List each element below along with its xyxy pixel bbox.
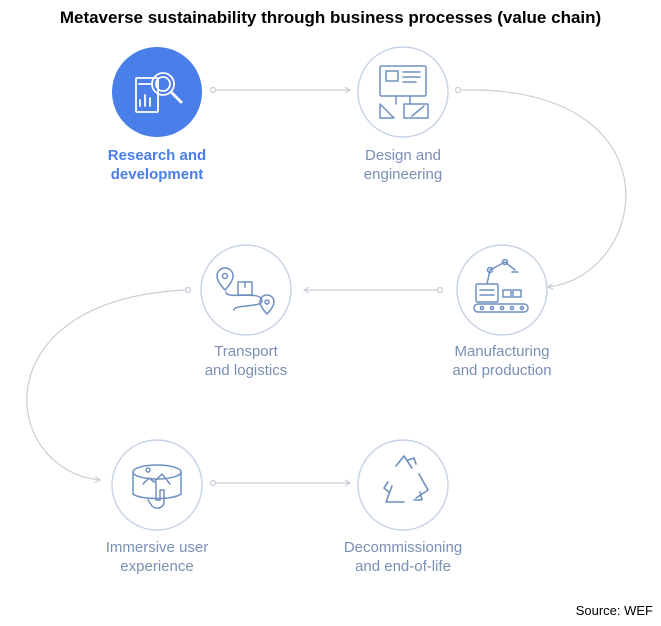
node-research-development <box>112 47 202 137</box>
node-transport-logistics <box>200 244 292 336</box>
diagram-title: Metaverse sustainability through busines… <box>59 8 602 27</box>
connector-rd-to-design <box>209 86 352 94</box>
label-line: engineering <box>363 166 443 183</box>
design-drafting-icon <box>379 65 429 119</box>
label-line: Research and <box>107 147 207 164</box>
node-label-transport: Transport and logistics <box>156 342 336 380</box>
connectors <box>26 86 627 487</box>
label-line: development <box>110 166 204 183</box>
robot-arm-icon <box>473 258 529 313</box>
connector-immersive-to-decom <box>209 479 352 487</box>
recycle-icon <box>383 455 429 503</box>
label-line: and production <box>452 362 552 379</box>
label-line: Immersive user <box>105 539 209 556</box>
node-immersive-experience <box>111 439 203 531</box>
label-line: and logistics <box>204 362 288 379</box>
label-line: Manufacturing <box>454 343 550 360</box>
node-decommissioning <box>357 439 449 531</box>
route-pin-icon <box>216 267 275 315</box>
label-line: Decommissioning <box>343 539 463 556</box>
research-magnifier-icon <box>135 72 183 113</box>
source-credit: Source: WEF <box>575 603 653 618</box>
node-label-manufacturing: Manufacturing and production <box>412 342 592 380</box>
node-manufacturing-production <box>456 244 548 336</box>
node-label-rd: Research and development <box>67 146 247 184</box>
label-line: experience <box>120 558 194 575</box>
immersive-hand-icon <box>132 464 182 509</box>
connector-transport-to-immersive <box>26 286 192 484</box>
connector-manufacturing-to-transport <box>302 286 444 294</box>
node-label-design: Design and engineering <box>313 146 493 184</box>
node-design-engineering <box>357 46 449 138</box>
node-label-decom: Decommissioning and end-of-life <box>313 538 493 576</box>
label-line: and end-of-life <box>355 558 451 575</box>
label-line: Design and <box>365 147 441 164</box>
connector-design-to-manufacturing <box>454 86 627 290</box>
node-label-immersive: Immersive user experience <box>67 538 247 576</box>
label-line: Transport <box>214 343 278 360</box>
